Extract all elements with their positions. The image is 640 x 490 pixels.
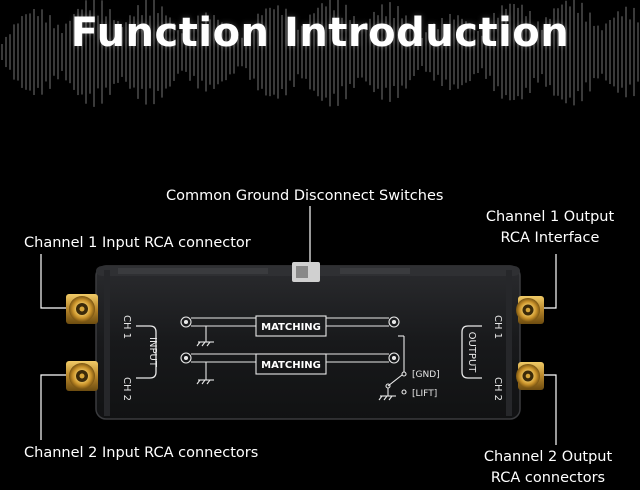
input-bracket: [136, 325, 157, 379]
label-ground-switch: Common Ground Disconnect Switches: [166, 188, 444, 204]
ground-switch-knob[interactable]: [296, 266, 308, 278]
output-bracket: [461, 325, 482, 379]
label-ch1-output: Channel 1 Output RCA Interface: [470, 207, 630, 249]
page-title: Function Introduction: [70, 10, 570, 56]
input-label: INPUT: [147, 337, 158, 368]
leader-ch1-input: [40, 254, 66, 309]
label-ch2-output-line2: RCA connectors: [490, 470, 606, 486]
device-right-cap: [506, 270, 512, 416]
rca-ch2-input[interactable]: [66, 361, 98, 391]
device-top-print: [118, 268, 268, 274]
device-body: [95, 265, 521, 420]
input-ch2-label: CH 2: [121, 377, 132, 401]
rca-ch1-input[interactable]: [66, 294, 98, 324]
leader-ch2-input: [40, 374, 66, 440]
lift-label: [LIFT]: [412, 389, 437, 399]
label-ch2-output: Channel 2 Output RCA connectors: [468, 447, 628, 489]
rca-ch1-output[interactable]: [516, 296, 544, 324]
leader-lines: [40, 206, 557, 445]
matching-label-top: MATCHING: [261, 322, 321, 333]
matching-label-bottom: MATCHING: [261, 360, 321, 371]
circuit-diagram: [180, 315, 407, 401]
output-ch1-label: CH 1: [492, 315, 503, 339]
label-ch1-output-line2: RCA Interface: [500, 230, 600, 246]
gnd-label: [GND]: [412, 370, 440, 380]
device-left-cap: [104, 270, 110, 416]
waveform-background: [1, 0, 639, 107]
label-ch1-input: Channel 1 Input RCA connector: [24, 235, 251, 251]
output-ch2-label: CH 2: [492, 377, 503, 401]
label-ch2-output-line1: Channel 2 Output: [483, 449, 613, 465]
label-ch1-output-line1: Channel 1 Output: [485, 209, 615, 225]
device-top-print-right: [340, 268, 410, 274]
output-label: OUTPUT: [466, 332, 477, 374]
input-ch1-label: CH 1: [121, 315, 132, 339]
label-ch2-input: Channel 2 Input RCA connectors: [24, 445, 259, 461]
rca-ch2-output[interactable]: [516, 362, 544, 390]
